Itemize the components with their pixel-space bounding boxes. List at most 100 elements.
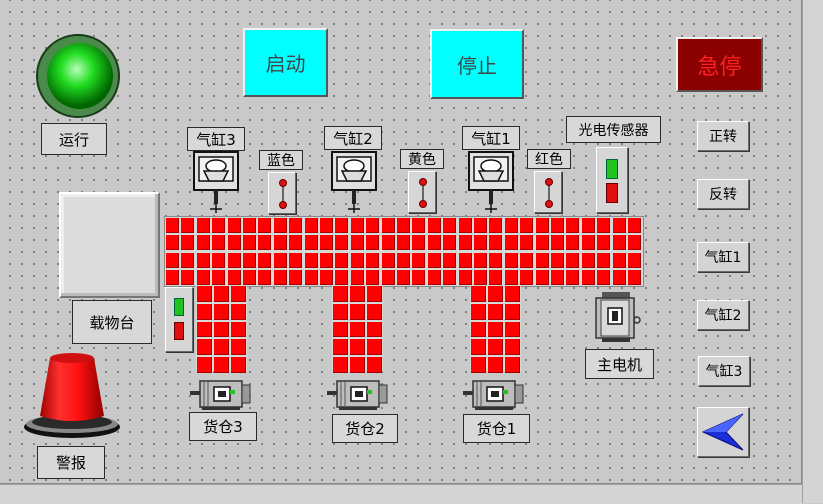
- belt-cell: [597, 235, 611, 251]
- belt-cell: [520, 252, 534, 268]
- belt-cell: [443, 252, 457, 268]
- belt-cell: [367, 339, 382, 356]
- cylinder2-label: 气缸2: [324, 126, 382, 150]
- belt-cell: [458, 235, 472, 251]
- belt-cell: [350, 321, 365, 338]
- belt-cell: [488, 303, 503, 320]
- belt-cell: [350, 235, 364, 251]
- belt-cell: [258, 252, 272, 268]
- belt-cell: [474, 218, 487, 233]
- photoelectric-sensor: [596, 147, 628, 213]
- cylinder2-icon: [331, 151, 377, 213]
- belt-cell: [381, 270, 395, 286]
- belt-cell: [581, 270, 595, 286]
- cylinder1-button[interactable]: 气缸1: [697, 242, 749, 272]
- belt-cell: [258, 235, 272, 251]
- belt-cell: [243, 270, 256, 286]
- belt-cell: [397, 270, 410, 286]
- belt-cell: [505, 339, 520, 356]
- belt-cell: [214, 357, 229, 373]
- belt-cell: [289, 252, 303, 268]
- belt-cell: [196, 252, 210, 268]
- belt-cell: [367, 357, 382, 373]
- belt-cell: [227, 270, 241, 286]
- belt-cell: [335, 270, 349, 286]
- belt-cell: [504, 270, 518, 286]
- red-label: 红色: [527, 149, 571, 169]
- forward-button[interactable]: 正转: [697, 121, 749, 151]
- belt-cell: [320, 235, 333, 251]
- belt-cell: [427, 235, 441, 251]
- vertical-scrollbar[interactable]: [802, 0, 823, 503]
- belt-cell: [471, 321, 486, 338]
- belt-cell: [427, 252, 441, 268]
- bin3-label: 货仓3: [189, 412, 257, 441]
- belt-cell: [471, 286, 486, 302]
- belt-cell: [197, 357, 212, 373]
- cylinder3-button[interactable]: 气缸3: [698, 356, 750, 386]
- belt-cell: [412, 218, 426, 233]
- belt-cell: [181, 218, 195, 233]
- belt-cell: [489, 252, 503, 268]
- belt-cell: [504, 235, 518, 251]
- belt-cell: [289, 235, 303, 251]
- belt-cell: [258, 270, 272, 286]
- belt-cell: [471, 357, 486, 373]
- belt-cell: [427, 270, 441, 286]
- belt-cell: [367, 303, 382, 320]
- bin3-motor-icon: [190, 380, 251, 410]
- sensor-icon: [545, 178, 553, 208]
- horizontal-scrollbar[interactable]: [0, 484, 802, 504]
- belt-cell: [212, 235, 226, 251]
- belt-cell: [181, 252, 195, 268]
- belt-cell: [335, 218, 349, 233]
- stop-button[interactable]: 停止: [430, 29, 524, 99]
- belt-cell: [214, 321, 229, 338]
- yellow-sensor: [408, 171, 436, 213]
- bin1-label: 货仓1: [463, 414, 530, 443]
- bin1-motor-icon: [463, 380, 524, 410]
- belt-cell: [535, 235, 549, 251]
- belt-cell: [181, 270, 195, 286]
- belt-cell: [196, 270, 210, 286]
- belt-cell: [581, 235, 595, 251]
- belt-cell: [197, 286, 212, 302]
- belt-cell: [612, 235, 626, 251]
- belt-cell: [243, 218, 256, 233]
- belt-cell: [350, 252, 364, 268]
- belt-cell: [381, 252, 395, 268]
- belt-cell: [227, 235, 241, 251]
- belt-cell: [212, 270, 226, 286]
- reverse-button[interactable]: 反转: [697, 179, 749, 209]
- belt-cell: [474, 270, 487, 286]
- belt-cell: [227, 218, 241, 233]
- red-indicator: [606, 183, 618, 203]
- belt-cell: [333, 321, 348, 338]
- belt-cell: [367, 321, 382, 338]
- belt-cell: [488, 286, 503, 302]
- belt-cell: [214, 286, 229, 302]
- belt-cell: [489, 218, 503, 233]
- chute-2: [332, 285, 383, 373]
- belt-cell: [214, 339, 229, 356]
- belt-cell: [289, 270, 303, 286]
- belt-cell: [304, 270, 318, 286]
- belt-cell: [320, 218, 333, 233]
- belt-cell: [181, 235, 195, 251]
- start-button[interactable]: 启动: [243, 28, 328, 97]
- belt-cell: [412, 235, 426, 251]
- back-button[interactable]: [697, 407, 749, 457]
- belt-cell: [166, 252, 179, 268]
- belt-cell: [505, 286, 520, 302]
- belt-cell: [350, 303, 365, 320]
- cylinder2-button[interactable]: 气缸2: [697, 300, 749, 330]
- belt-cell: [231, 339, 246, 356]
- belt-cell: [443, 235, 457, 251]
- cylinder1-label: 气缸1: [462, 126, 520, 150]
- main-motor-label: 主电机: [585, 349, 654, 379]
- platform-sensor: [165, 287, 193, 352]
- belt-cell: [196, 218, 210, 233]
- emergency-stop-button[interactable]: 急停: [676, 37, 763, 92]
- belt-cell: [273, 270, 287, 286]
- belt-cell: [333, 286, 348, 302]
